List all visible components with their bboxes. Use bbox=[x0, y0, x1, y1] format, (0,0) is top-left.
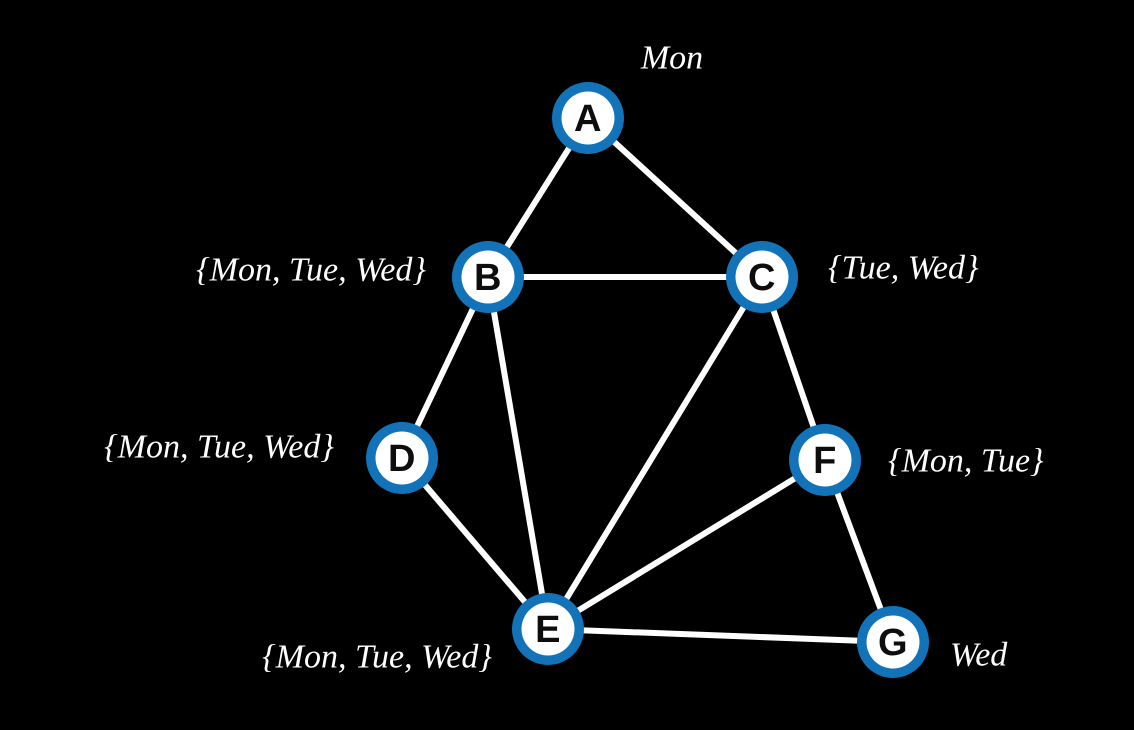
node-body-E bbox=[521, 602, 575, 656]
domain-label-B: {Mon, Tue, Wed} bbox=[196, 252, 426, 289]
node-letter-A: A bbox=[574, 98, 602, 140]
graph-node-F: F bbox=[789, 424, 861, 496]
edge-D-E bbox=[399, 455, 551, 632]
edge-C-E bbox=[545, 274, 765, 632]
edge-E-F bbox=[545, 457, 828, 632]
node-body-A bbox=[561, 91, 615, 145]
domain-label-G: Wed bbox=[950, 637, 1008, 674]
graph-node-C: C bbox=[726, 241, 798, 313]
graph-node-A: A bbox=[552, 82, 624, 154]
node-body-C bbox=[735, 250, 789, 304]
node-letter-D: D bbox=[388, 438, 416, 480]
edges-layer bbox=[399, 115, 896, 645]
node-letter-C: C bbox=[748, 257, 776, 299]
node-letter-B: B bbox=[474, 257, 502, 299]
graph-node-G: G bbox=[857, 606, 929, 678]
node-letter-G: G bbox=[878, 622, 908, 664]
domain-label-C: {Tue, Wed} bbox=[828, 250, 979, 287]
node-body-F bbox=[798, 433, 852, 487]
node-body-G bbox=[866, 615, 920, 669]
node-letter-E: E bbox=[535, 609, 561, 651]
node-letter-F: F bbox=[813, 440, 837, 482]
edge-E-G bbox=[545, 626, 896, 645]
domain-label-D: {Mon, Tue, Wed} bbox=[104, 429, 334, 466]
labels-layer: Mon {Mon, Tue, Wed} {Tue, Wed} {Mon, Tue, W… bbox=[104, 40, 1044, 676]
domain-label-A: Mon bbox=[640, 40, 703, 77]
nodes-layer: A B C D F E G bbox=[366, 82, 929, 678]
node-body-D bbox=[375, 431, 429, 485]
domain-label-E: {Mon, Tue, Wed} bbox=[262, 639, 492, 676]
graph-node-E: E bbox=[512, 593, 584, 665]
node-body-B bbox=[461, 250, 515, 304]
domain-label-F: {Mon, Tue} bbox=[888, 443, 1044, 480]
graph-node-D: D bbox=[366, 422, 438, 494]
edge-A-C bbox=[585, 115, 765, 280]
edge-B-E bbox=[485, 274, 551, 632]
graph-node-B: B bbox=[452, 241, 524, 313]
